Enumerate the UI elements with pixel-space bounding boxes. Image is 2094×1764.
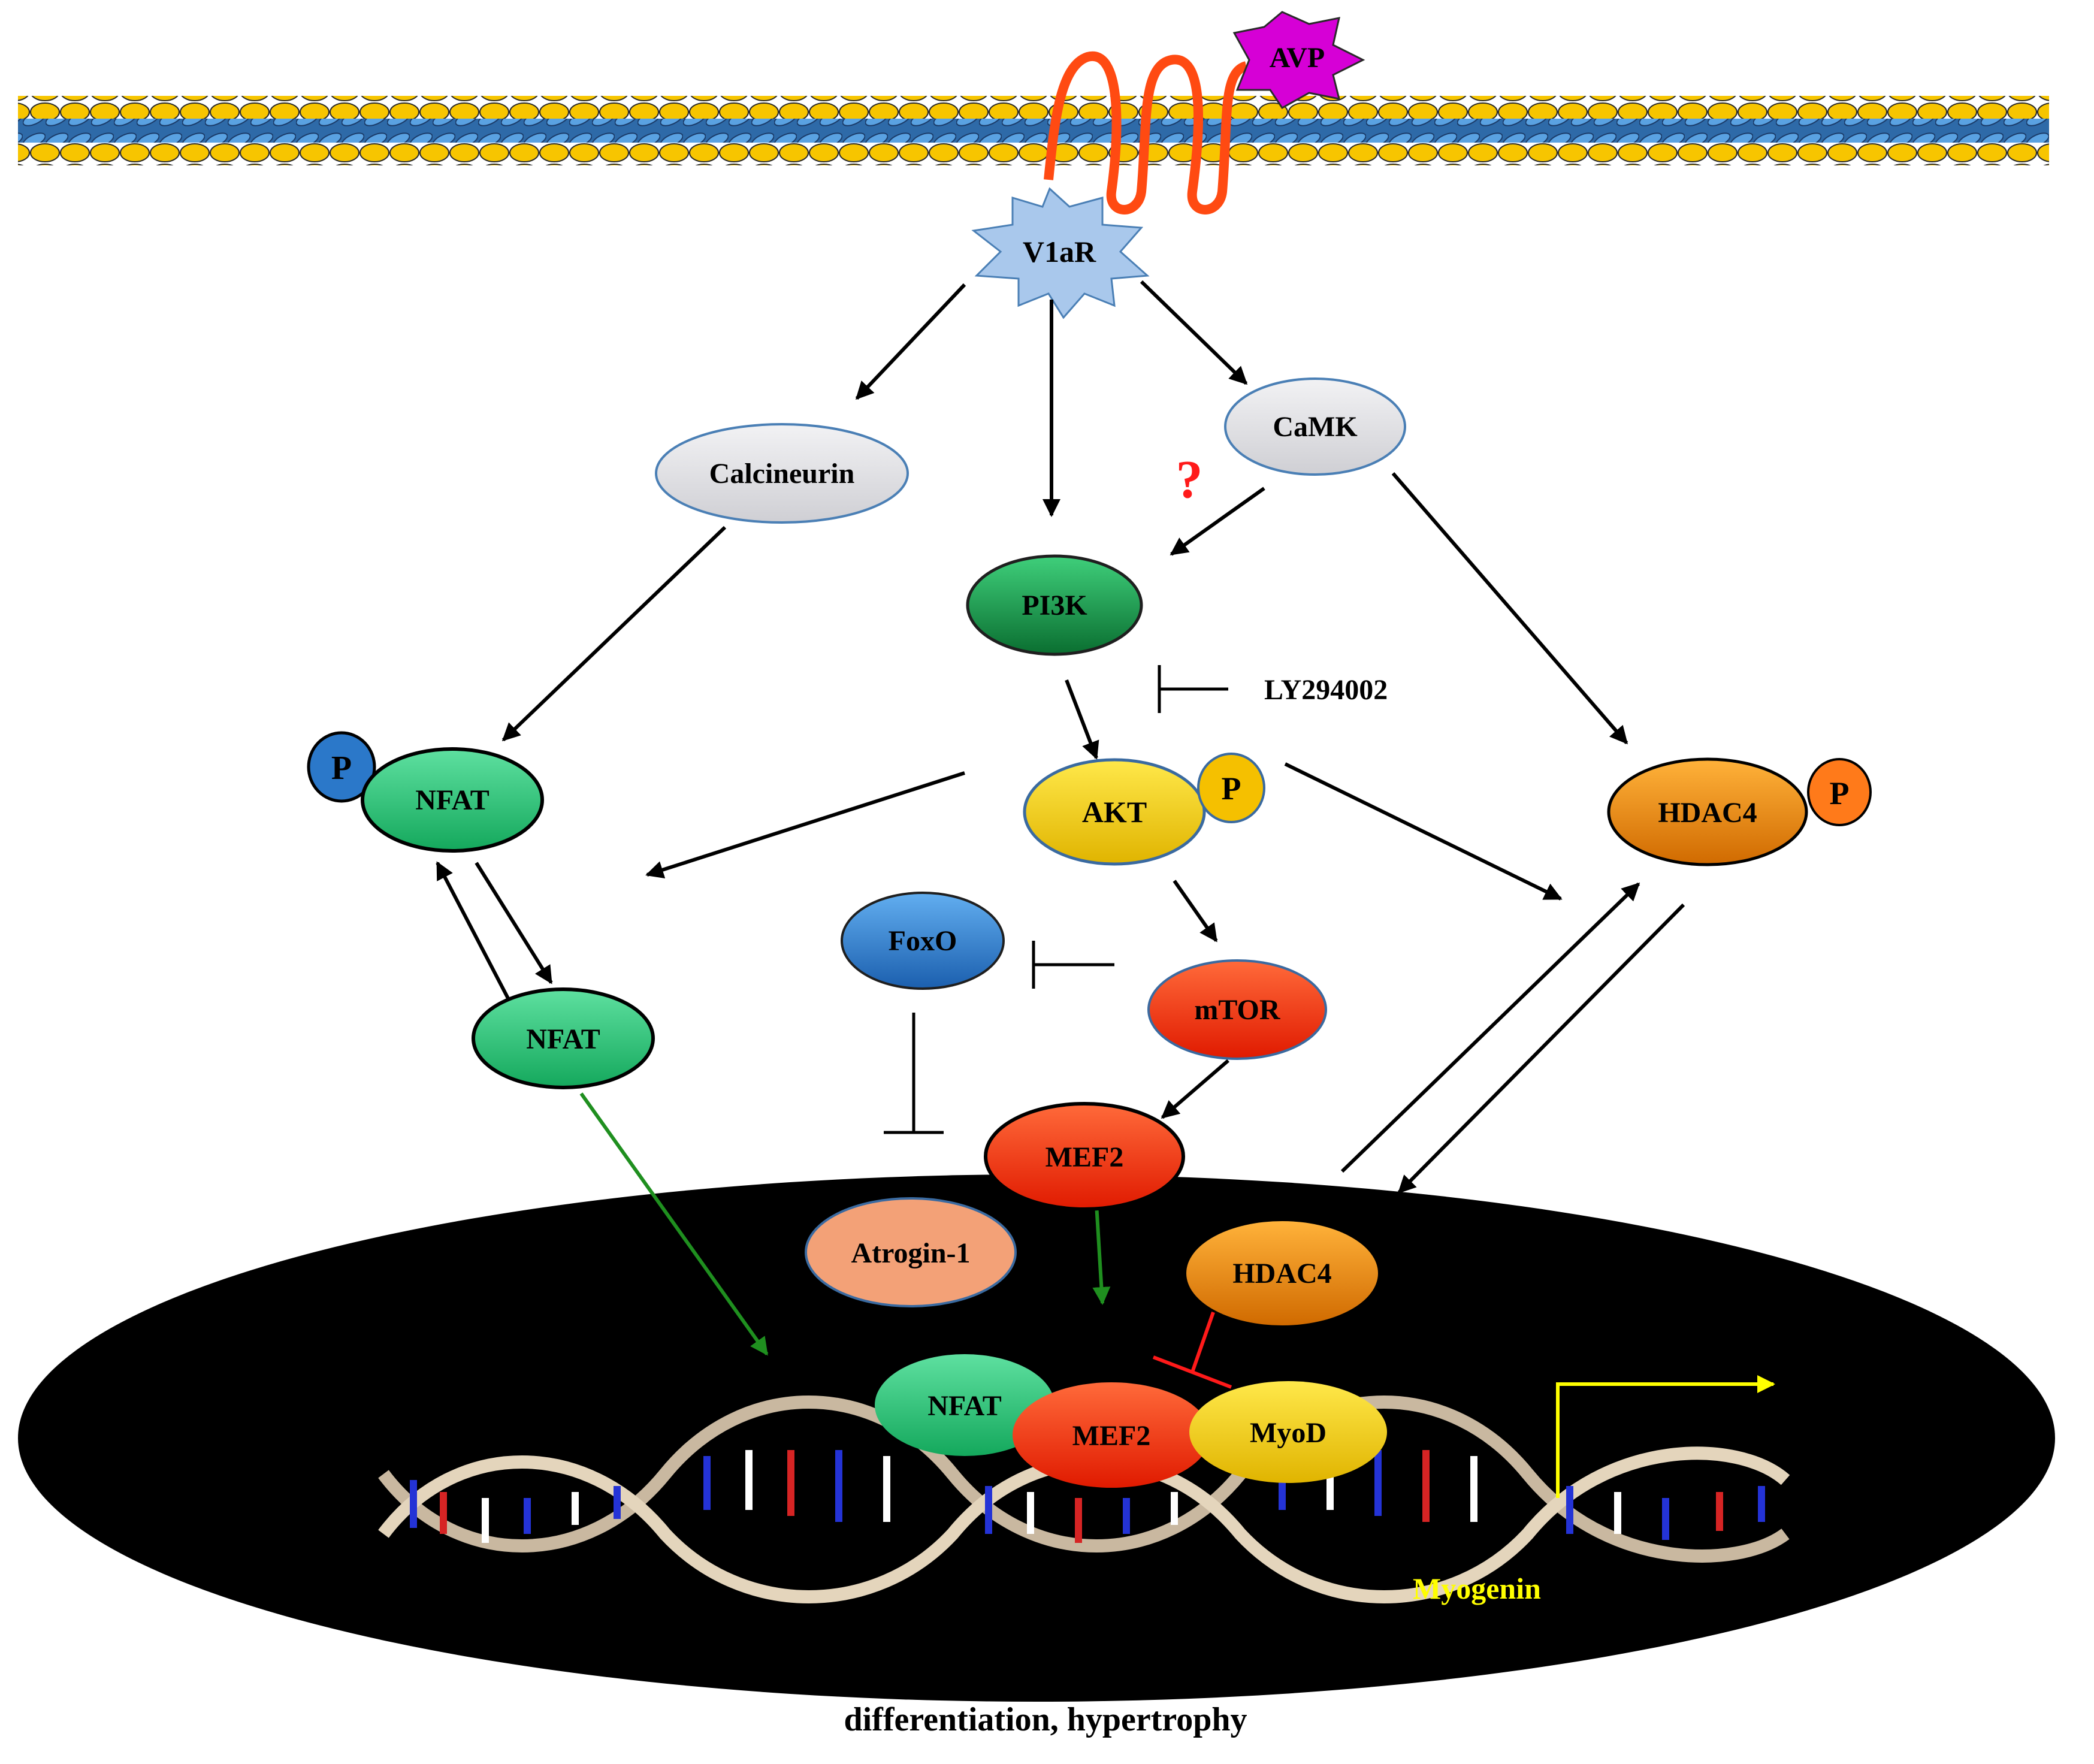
pi3k-label: PI3K bbox=[1022, 590, 1087, 621]
caption: differentiation, hypertrophy bbox=[844, 1701, 1247, 1738]
activation-arrows bbox=[436, 280, 1685, 1194]
pi3k-node: PI3K bbox=[966, 554, 1143, 656]
arrow-pi3k-to-akt bbox=[1065, 679, 1099, 760]
arrow-mtor-to-mef2 bbox=[1161, 1059, 1229, 1119]
arrow-akt-to-mtor bbox=[1173, 880, 1218, 943]
hdac4-nuclear-node: HDAC4 bbox=[1186, 1221, 1378, 1325]
v1ar-node: V1aR bbox=[971, 187, 1150, 319]
mef2-label-nucleus: MEF2 bbox=[1072, 1420, 1151, 1452]
arrow-akt-to-hdac4 bbox=[1284, 762, 1563, 901]
arrow-v1ar-to-calcineurin bbox=[855, 283, 966, 400]
nfat-phospho-label: P bbox=[331, 750, 352, 787]
ly294002-label: LY294002 bbox=[1264, 674, 1388, 706]
akt-node: AKT P bbox=[1023, 753, 1265, 866]
akt-label: AKT bbox=[1082, 795, 1147, 829]
avp-ligand: AVP bbox=[1232, 11, 1365, 109]
question-mark: ? bbox=[1176, 450, 1203, 509]
v1ar-label: V1aR bbox=[1023, 235, 1096, 268]
akt-phospho bbox=[1197, 753, 1265, 823]
nfat-phospho bbox=[307, 731, 376, 803]
avp-label: AVP bbox=[1270, 42, 1325, 74]
mef2-cytoplasm-node: MEF2 bbox=[984, 1102, 1185, 1211]
mef2-label-top: MEF2 bbox=[1046, 1141, 1124, 1173]
mtor-label: mTOR bbox=[1194, 994, 1280, 1026]
mef2-nuclear-node bbox=[1013, 1382, 1210, 1488]
arrow-v1ar-to-camk bbox=[1140, 280, 1248, 385]
cell-membrane bbox=[18, 96, 2049, 165]
inhibition-lines bbox=[884, 665, 1228, 1134]
foxo-node: FoxO bbox=[841, 892, 1005, 990]
nfat-nuclear-node bbox=[875, 1354, 1054, 1456]
hdac4-label-top: HDAC4 bbox=[1658, 797, 1757, 829]
calcineurin-label: Calcineurin bbox=[709, 458, 855, 490]
nfat-phosphorylated-node: P NFAT bbox=[307, 731, 544, 853]
hdac4-phosphorylated-node: HDAC4 P bbox=[1607, 757, 1872, 866]
nfat-label-middle: NFAT bbox=[526, 1023, 600, 1055]
atrogin-label: Atrogin-1 bbox=[851, 1237, 970, 1269]
arrow-camk-to-pi3k bbox=[1170, 487, 1265, 556]
arrow-mef2-to-nucleus bbox=[1092, 1204, 1111, 1305]
arrow-nfat-dephospho bbox=[475, 862, 553, 984]
transcription-arrow bbox=[1556, 1375, 1775, 1498]
camk-label: CaMK bbox=[1273, 411, 1357, 443]
myogenin-label: Myogenin bbox=[1413, 1572, 1541, 1605]
akt-phospho-label: P bbox=[1222, 771, 1241, 807]
arrow-nfat-rephospho bbox=[436, 861, 511, 1002]
transcription-complex: NFAT MEF2 MyoD bbox=[875, 1354, 1387, 1488]
mtor-node: mTOR bbox=[1147, 959, 1327, 1060]
camk-node: CaMK bbox=[1224, 377, 1406, 476]
hdac4-phospho bbox=[1807, 758, 1872, 826]
myod-label: MyoD bbox=[1250, 1417, 1326, 1449]
nfat-label-nucleus: NFAT bbox=[927, 1390, 1002, 1422]
nfat-label-top: NFAT bbox=[415, 784, 489, 816]
arrow-nfat-to-nucleus bbox=[579, 1092, 769, 1356]
hdac4-inhibits-myod bbox=[1152, 1312, 1232, 1389]
myod-node bbox=[1189, 1381, 1387, 1483]
nfat-cytoplasm-node: NFAT bbox=[472, 987, 655, 1089]
v1a-receptor-transmembrane bbox=[1044, 51, 1248, 215]
atrogin-node: Atrogin-1 bbox=[805, 1197, 1017, 1307]
arrow-calcineurin-to-nfat bbox=[501, 525, 727, 742]
arrow-akt-to-nfat bbox=[645, 771, 965, 879]
arrow-nucleus-to-hdac4 bbox=[1340, 882, 1640, 1173]
hdac4-label-nucleus: HDAC4 bbox=[1232, 1258, 1331, 1289]
green-arrows bbox=[579, 1092, 1111, 1356]
arrow-hdac4-to-nucleus bbox=[1397, 903, 1685, 1194]
arrow-camk-to-hdac4 bbox=[1391, 472, 1628, 745]
foxo-label: FoxO bbox=[889, 925, 957, 957]
hdac4-phospho-label: P bbox=[1830, 775, 1850, 811]
calcineurin-node: Calcineurin bbox=[655, 423, 909, 524]
